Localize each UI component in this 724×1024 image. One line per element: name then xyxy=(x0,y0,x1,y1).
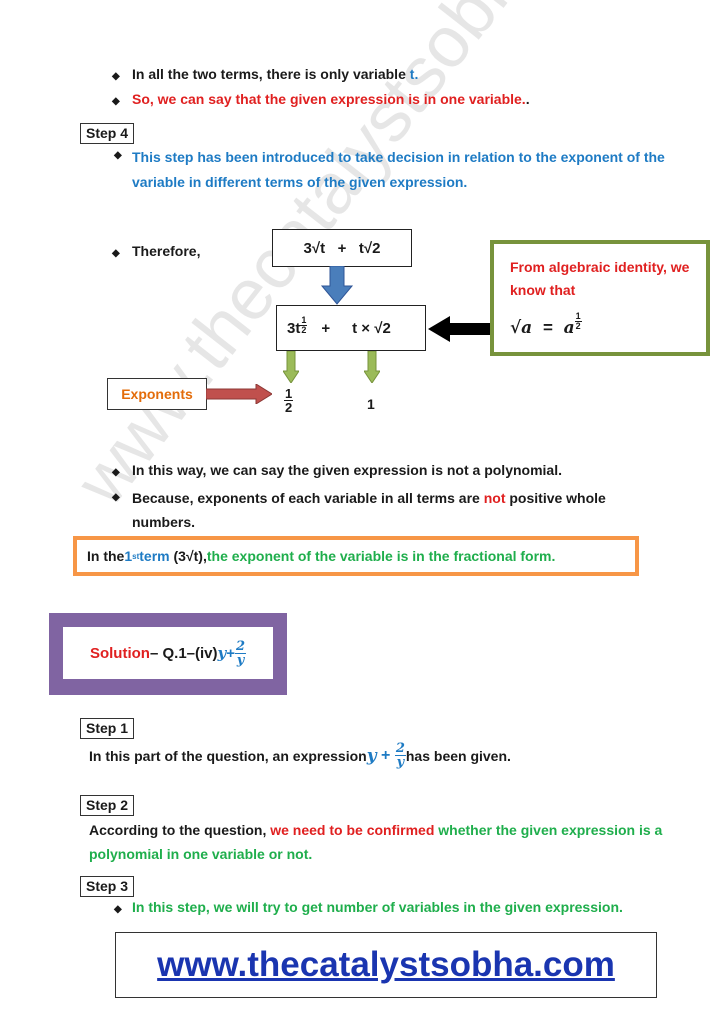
variable-t: t xyxy=(409,66,415,82)
step2-label: Step 2 xyxy=(80,795,135,816)
bullet-icon: ◆ xyxy=(112,71,120,82)
left-arrow-icon xyxy=(428,316,500,342)
term2-product: t × √2 xyxy=(352,319,391,337)
step3-text: In this step, we will try to get number … xyxy=(132,899,623,915)
identity-box: From algebraic identity, we know that √a… xyxy=(490,240,710,356)
step3-label: Step 3 xyxy=(80,876,135,897)
identity-text: From algebraic identity, we know that xyxy=(510,259,690,298)
bullet-icon: ◆ xyxy=(114,904,122,915)
therefore-label: Therefore, xyxy=(132,243,201,259)
green-arrow-icon xyxy=(364,351,380,383)
bullet-icon: ◆ xyxy=(112,248,120,259)
step1-text: In this part of the question, an express… xyxy=(89,741,511,770)
bullet-icon: ◆ xyxy=(114,150,122,161)
website-link[interactable]: www.thecatalystsobha.com xyxy=(157,945,615,984)
bullet-icon: ◆ xyxy=(112,492,120,503)
step4-label: Step 4 xyxy=(80,123,135,144)
step4-text: This step has been introduced to take de… xyxy=(132,149,665,190)
bullet-icon: ◆ xyxy=(112,467,120,478)
website-box: www.thecatalystsobha.com xyxy=(115,932,657,998)
reason-text: Because, exponents of each variable in a… xyxy=(132,490,606,530)
bullet-icon: ◆ xyxy=(112,96,120,107)
down-arrow-icon xyxy=(320,266,354,305)
right-arrow-icon xyxy=(206,384,272,404)
bullet-variable-t: In all the two terms, there is only vari… xyxy=(132,66,419,82)
step1-label: Step 1 xyxy=(80,718,135,739)
expression-box-original: 3√t + t√2 xyxy=(272,229,412,267)
not-polynomial-text: In this way, we can say the given expres… xyxy=(132,462,562,478)
step2-text: According to the question, we need to be… xyxy=(89,822,663,862)
bullet-one-variable: So, we can say that the given expression… xyxy=(132,91,530,107)
exponents-label: Exponents xyxy=(107,378,207,410)
green-arrow-icon xyxy=(283,351,299,383)
exponent-value-one: 1 xyxy=(367,396,375,412)
